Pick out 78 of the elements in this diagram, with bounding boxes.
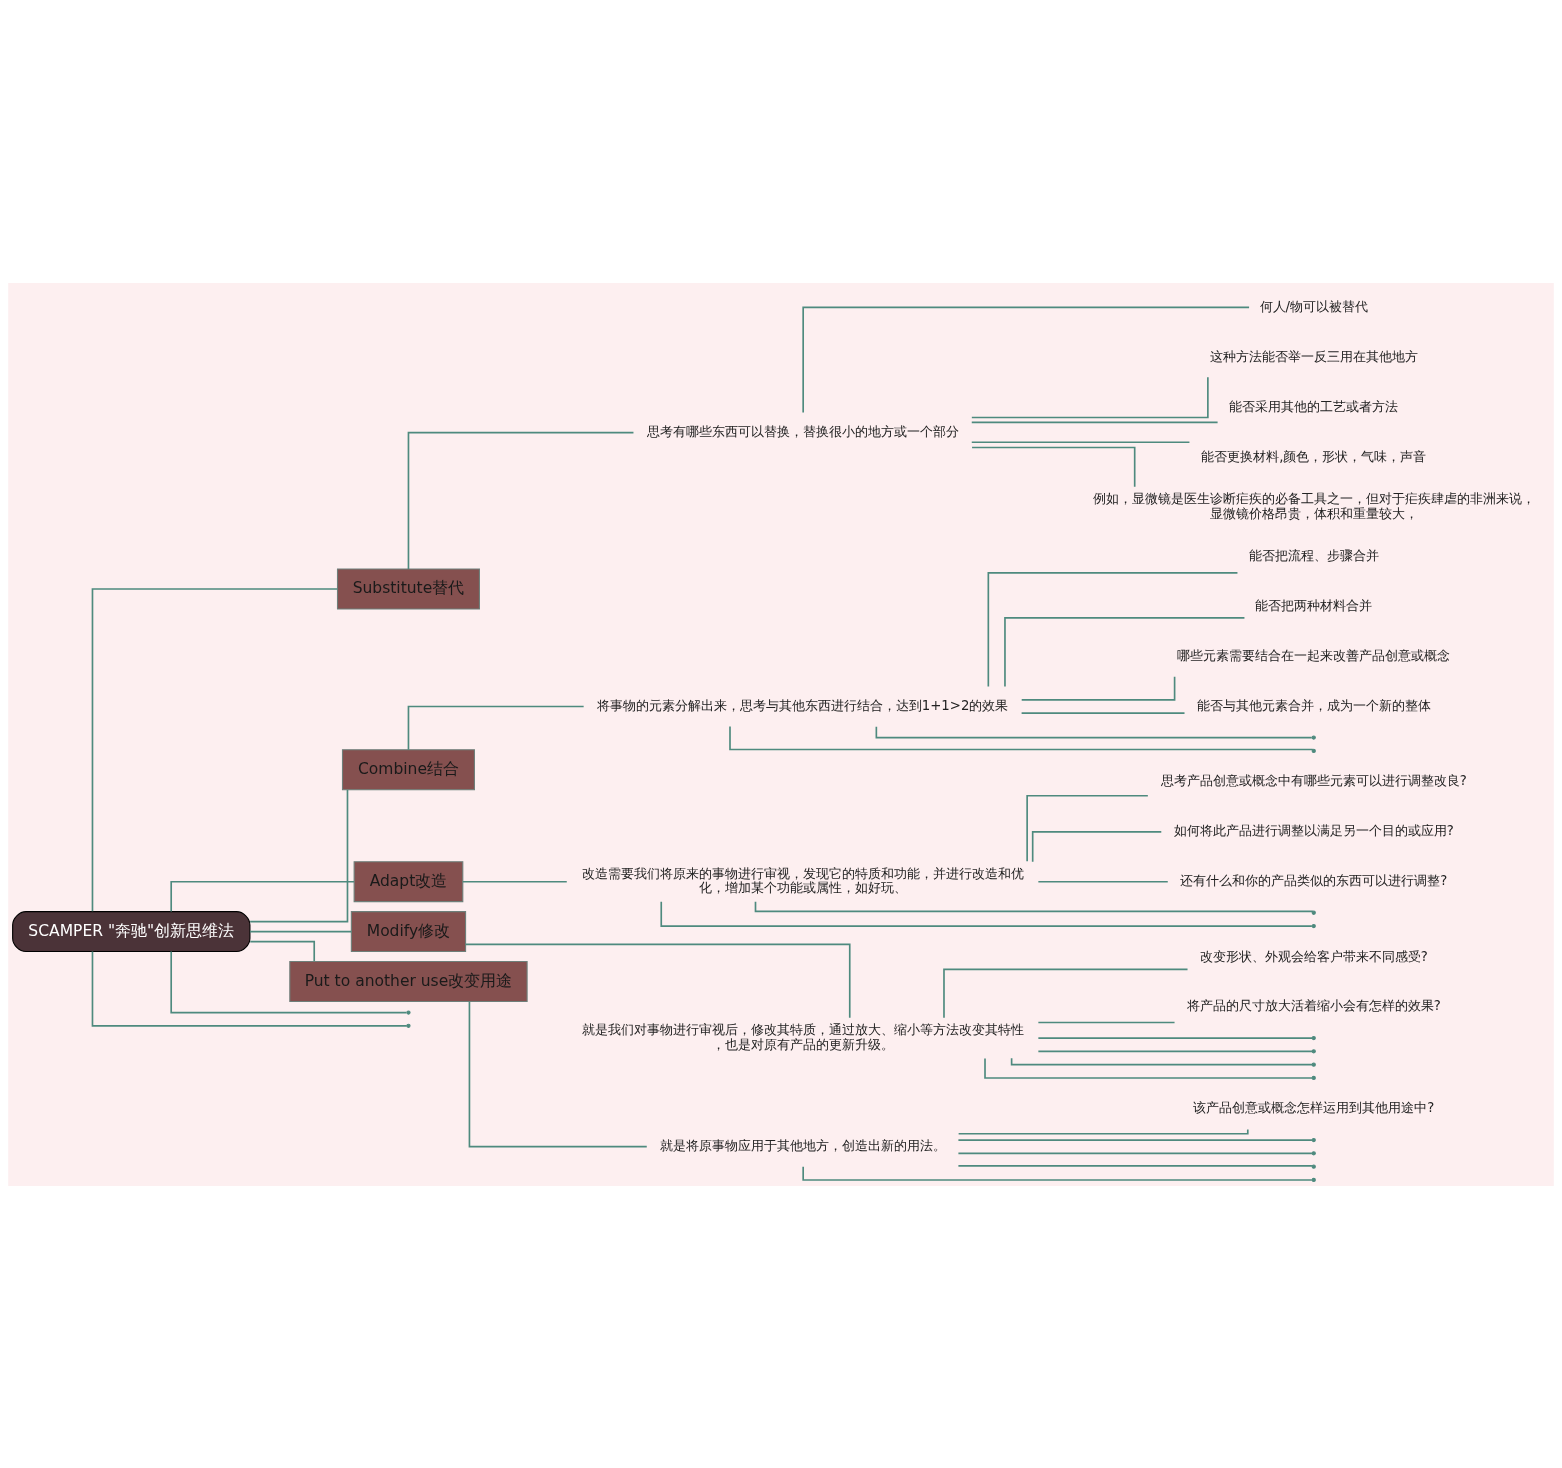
connector — [407, 431, 635, 570]
node-point — [1311, 1062, 1316, 1067]
node-box: Put to another use改变用途 — [289, 960, 528, 1002]
node-text: 这种方法能否举一反三用在其他地方 — [1209, 348, 1418, 364]
node-box: Adapt改造 — [353, 860, 464, 902]
connector — [249, 940, 316, 962]
node-text: 如何将此产品进行调整以满足另一个目的或应用? — [1173, 822, 1454, 838]
node-point — [1311, 1035, 1316, 1040]
node-text: 改造需要我们将原来的事物进行审视，发现它的特质和功能，并进行改造和优化，增加某个功能或属性，如好玩、 — [581, 865, 1024, 895]
connector — [957, 1164, 1313, 1167]
connector — [957, 1128, 1249, 1135]
connector — [754, 900, 1314, 912]
connector — [987, 571, 1239, 687]
node-point — [1311, 748, 1316, 753]
node-point — [1311, 1137, 1316, 1142]
connector — [970, 440, 1191, 443]
connector — [407, 705, 585, 751]
connector — [970, 421, 1219, 423]
node-text: 能否把两种材料合并 — [1255, 597, 1373, 613]
connector — [660, 900, 1313, 927]
node-text: 何人/物可以被替代 — [1259, 298, 1368, 314]
connector — [91, 950, 408, 1027]
connector — [1037, 880, 1169, 883]
node-text: 将产品的尺寸放大活着缩小会有怎样的效果? — [1186, 997, 1441, 1013]
node-point — [1311, 923, 1316, 928]
connector — [875, 725, 1313, 738]
node-box: Substitute替代 — [336, 568, 480, 610]
connector — [971, 446, 1136, 488]
connector — [462, 880, 568, 883]
connector — [1037, 1021, 1176, 1023]
node-text: 将事物的元素分解出来，思考与其他东西进行结合，达到1+1>2的效果 — [596, 697, 1009, 713]
node-text: 就是我们对事物进行审视后，修改其特质，通过放大、缩小等方法改变其特性，也是对原有产品的更新升级。 — [581, 1021, 1024, 1052]
connector — [984, 1057, 1313, 1079]
connector — [170, 950, 408, 1013]
node-point — [1311, 1075, 1316, 1080]
node-text: 例如，显微镜是医生诊断疟疾的必备工具之一，但对于疟疾肆虐的非洲来说，显微镜价格昂贵，体积和重量较大， — [1092, 490, 1535, 521]
node-text: 还有什么和你的产品类似的东西可以进行调整? — [1180, 872, 1448, 888]
node-text: 能否更换材料,颜色，形状，气味，声音 — [1201, 448, 1427, 464]
node-text: 哪些元素需要结合在一起来改善产品创意或概念 — [1177, 647, 1451, 663]
node-point — [406, 1009, 411, 1015]
node-text: 思考有哪些东西可以替换，替换很小的地方或一个部分 — [646, 423, 959, 439]
node-text: 能否把流程、步骤合并 — [1248, 547, 1379, 563]
node-text: 思考产品创意或概念中有哪些元素可以进行调整改良? — [1160, 772, 1467, 788]
connector — [1020, 675, 1176, 701]
node-text: 改变形状、外观会给客户带来不同感受? — [1199, 948, 1428, 964]
connector — [729, 725, 1314, 750]
connector — [957, 1138, 1313, 1141]
node-text: 就是将原事物应用于其他地方，创造出新的用法。 — [659, 1137, 946, 1153]
connector — [464, 943, 851, 1019]
node-point — [406, 1023, 411, 1028]
node-text: 能否与其他元素合并，成为一个新的整体 — [1196, 697, 1431, 713]
node-text: 该产品创意或概念怎样运用到其他用途中? — [1193, 1099, 1435, 1115]
node-point — [1311, 1150, 1316, 1155]
connector — [1031, 830, 1163, 863]
node-point — [1311, 1177, 1316, 1182]
connector — [249, 930, 353, 932]
node-point — [1311, 910, 1316, 915]
connector — [91, 587, 338, 912]
node-point — [1311, 734, 1316, 740]
connector — [1026, 794, 1149, 862]
node-box: Combine结合 — [341, 748, 475, 790]
connector — [802, 306, 1250, 413]
node-text: 能否采用其他的工艺或者方法 — [1229, 398, 1399, 414]
connector — [971, 376, 1209, 418]
connector — [957, 1152, 1313, 1154]
connector — [1020, 711, 1186, 714]
connector — [1037, 1036, 1313, 1039]
connector — [249, 788, 349, 922]
connector — [943, 967, 1189, 1019]
node-box: SCAMPER "奔驰"创新思维法 — [12, 910, 251, 952]
connector — [1037, 1050, 1313, 1052]
connector — [468, 1000, 648, 1148]
connector — [1004, 616, 1246, 687]
node-point — [1311, 1048, 1316, 1053]
connector — [170, 880, 355, 912]
node-box: Modify修改 — [350, 910, 467, 952]
node-point — [1311, 1164, 1316, 1169]
connector — [1010, 1056, 1313, 1065]
